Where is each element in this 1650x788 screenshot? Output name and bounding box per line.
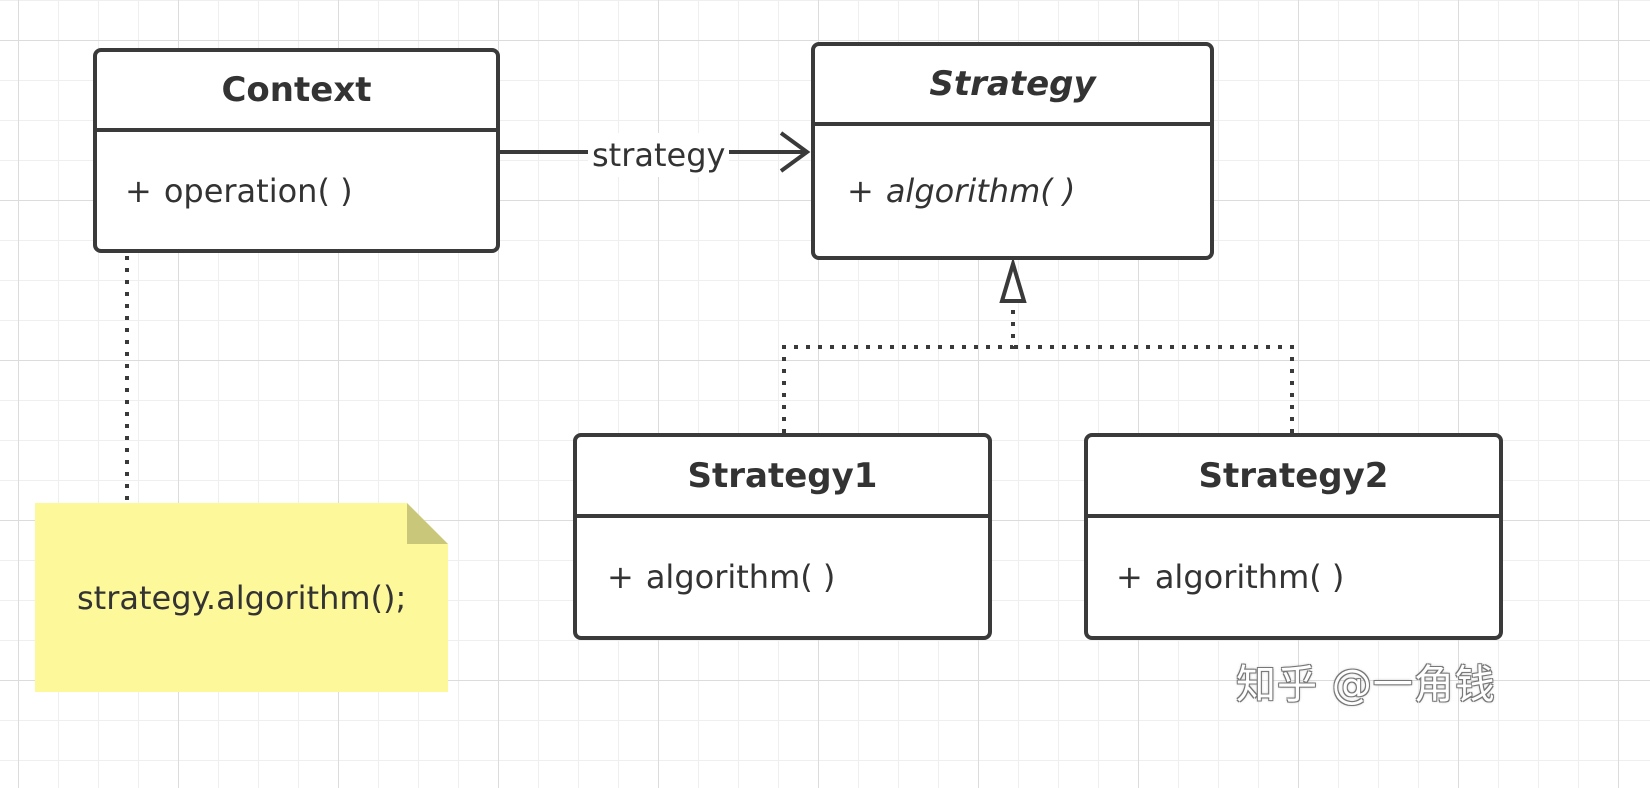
member-visibility: + — [1116, 558, 1143, 596]
realization-line-strategy1 — [782, 304, 1015, 433]
realization-triangle — [999, 256, 1027, 303]
member-algorithm: algorithm( ) — [885, 172, 1076, 210]
class-context[interactable]: Context + operation( ) — [93, 48, 500, 253]
member-algorithm: algorithm( ) — [645, 558, 836, 596]
class-strategy1-name: Strategy1 — [577, 437, 988, 518]
class-strategy2[interactable]: Strategy2 + algorithm( ) — [1084, 433, 1503, 640]
note[interactable]: strategy.algorithm(); — [35, 503, 448, 692]
class-strategy-name: Strategy — [815, 46, 1210, 126]
member-visibility: + — [607, 558, 634, 596]
class-strategy2-name: Strategy2 — [1088, 437, 1499, 518]
member-algorithm: algorithm( ) — [1154, 558, 1345, 596]
class-strategy-members: + algorithm( ) — [815, 126, 1210, 256]
member-operation: operation( ) — [163, 171, 353, 210]
class-strategy1-members: + algorithm( ) — [577, 518, 988, 636]
class-context-name: Context — [97, 52, 496, 132]
note-paper — [35, 503, 448, 692]
class-strategy1[interactable]: Strategy1 + algorithm( ) — [573, 433, 992, 640]
member-visibility: + — [125, 171, 152, 210]
class-strategy2-members: + algorithm( ) — [1088, 518, 1499, 636]
note-shape — [35, 503, 448, 692]
association-arrowhead — [779, 131, 811, 173]
class-strategy[interactable]: Strategy + algorithm( ) — [811, 42, 1214, 260]
watermark: 知乎 @一角钱 — [1236, 662, 1496, 708]
member-visibility: + — [847, 172, 874, 210]
class-context-members: + operation( ) — [97, 132, 496, 249]
association-label: strategy — [588, 133, 730, 177]
note-text: strategy.algorithm(); — [77, 579, 407, 617]
realization-line-strategy2 — [1013, 345, 1294, 433]
note-fold — [407, 503, 448, 544]
